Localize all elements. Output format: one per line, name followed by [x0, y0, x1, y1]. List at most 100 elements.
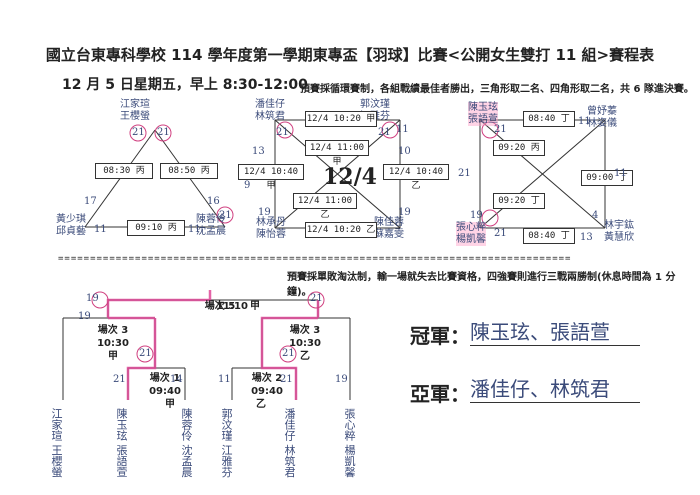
group2-br-name2: 蘇嘉雯: [374, 229, 404, 240]
qf-right-label: 場次 2: [251, 373, 283, 384]
group1-score: 11: [94, 224, 107, 235]
group2-bl-name2: 陳怡蓉: [256, 229, 286, 240]
semi-left-time: 10:30: [97, 338, 129, 349]
bracket-team-3: 陳蓉伶 沈孟晨: [180, 408, 193, 478]
group2-match-1: 12/4 10:20 甲: [305, 111, 377, 127]
group2-br-name1: 陳佳蓉: [374, 217, 404, 228]
group3-score: 21: [494, 124, 507, 135]
group2-tr-name1: 郭汶瑾: [360, 99, 390, 110]
group3-score: 21: [458, 168, 471, 179]
final-time: 11:10: [216, 301, 248, 312]
qf-left-time: 09:40: [149, 386, 181, 397]
group3-br-name1: 林宇鈜: [604, 220, 634, 231]
group2-score: 19: [258, 207, 271, 218]
group3-match-3: 09:00 丁: [581, 170, 633, 186]
group1-match-3: 09:10 丙: [127, 220, 185, 236]
group1-top-name2: 王櫻螢: [120, 111, 150, 122]
bracket-score: 19: [78, 311, 91, 322]
group3-br-name2: 黃慧欣: [604, 232, 634, 243]
group1-right-name1: 陳蓉伶: [196, 214, 226, 225]
group2-bl-name1: 林承丹: [256, 217, 286, 228]
group3-score: 4: [592, 210, 599, 221]
group3-match-1: 08:40 丁: [523, 111, 575, 127]
group2-tl-name1: 潘佳仔: [255, 99, 285, 110]
semi-right-court: 乙: [300, 351, 310, 362]
group1-left-name1: 黃少琪: [56, 214, 86, 225]
semi-right-time: 10:30: [289, 338, 321, 349]
group2-match-4: 12/4 10:40 乙: [383, 164, 449, 191]
group2-date: 12/4: [323, 164, 377, 190]
semi-left-label: 場次 3: [97, 325, 129, 336]
bracket-team-6: 張心粹 楊凱馨: [343, 408, 356, 478]
final-court: 甲: [250, 301, 260, 312]
prelim-note: 預賽採循環賽制，各組戰績最佳者勝出，三角形取二名、四角形取二名，共 6 隊進決賽…: [300, 84, 694, 95]
semi-left-court: 甲: [108, 351, 118, 362]
group2-score: 9: [244, 180, 251, 191]
group3-bl-name1: 張心粹: [456, 222, 486, 234]
group2-tl-name2: 林筑君: [255, 111, 285, 122]
group1-match-2: 08:50 丙: [160, 163, 218, 179]
group1-left-name2: 邱貞藝: [56, 226, 86, 237]
group2-match-5: 12/4 11:00 乙: [293, 193, 357, 220]
bracket-score: 21: [139, 348, 152, 359]
group3-score: 19: [470, 210, 483, 221]
group1-score: 21: [157, 127, 170, 138]
bracket-team-1: 江家瑄 王櫻螢: [50, 408, 63, 478]
group3-tl-name2: 張語萱: [468, 114, 498, 126]
group1-score: 21: [132, 127, 145, 138]
bracket-score: 11: [218, 374, 231, 385]
group3-score: 21: [494, 228, 507, 239]
group3-score: 11: [614, 168, 627, 179]
bracket-team-5: 潘佳仔 林筑君: [283, 408, 296, 478]
group1-score: 16: [207, 196, 220, 207]
semi-right-label: 場次 3: [289, 325, 321, 336]
bracket-score: 21: [310, 293, 323, 304]
runnerup-value: 潘佳仔、林筑君: [470, 373, 640, 403]
runnerup-label: 亞軍：: [410, 382, 470, 406]
group2-score: 21: [378, 127, 391, 138]
group3-tl-name1: 陳玉玹: [468, 102, 498, 114]
date-time: 12 月 5 日星期五，早上 8:30-12:00: [62, 77, 308, 93]
group1-score: 17: [84, 196, 97, 207]
bracket-score: 19: [86, 293, 99, 304]
separator: ========================================…: [58, 254, 572, 264]
group3-tr-name1: 曾妤蓁: [587, 106, 617, 117]
group1-score: 21: [219, 210, 232, 221]
qf-left-label: 場次 1: [149, 373, 181, 384]
group2-match-3: 12/4 10:40 甲: [238, 164, 304, 191]
group2-match-6: 12/4 10:20 乙: [305, 222, 377, 238]
final-label: 場次 5: [204, 301, 236, 312]
group3-match-2: 09:20 丙: [493, 140, 545, 156]
group3-match-5: 08:40 丁: [523, 228, 575, 244]
qf-right-court: 乙: [256, 399, 266, 410]
bracket-score: 14: [170, 374, 183, 385]
group1-top-name1: 江家瑄: [120, 99, 150, 110]
group3-score: 13: [580, 232, 593, 243]
group2-match-2: 12/4 11:00 甲: [305, 140, 369, 167]
final-note: 預賽採單敗淘汰制，輸一場就失去比賽資格，四強賽則進行三戰兩勝制(休息時間為 1 …: [287, 272, 676, 298]
group2-score: 19: [398, 207, 411, 218]
bracket-score: 21: [113, 374, 126, 385]
group1-score: 11: [188, 224, 201, 235]
group2-score: 21: [276, 127, 289, 138]
page-title: 國立台東專科學校 114 學年度第一學期東專盃【羽球】比賽<公開女生雙打 11 …: [45, 46, 655, 64]
qf-left-court: 甲: [165, 399, 175, 410]
bracket-score: 19: [335, 374, 348, 385]
group2-score: 13: [252, 146, 265, 157]
champion-label: 冠軍：: [410, 324, 470, 348]
bracket-score: 21: [280, 374, 293, 385]
champion-value: 陳玉玹、張語萱: [470, 316, 640, 346]
group1-right-name2: 沈孟晨: [196, 226, 226, 237]
group1-match-1: 08:30 丙: [95, 163, 153, 179]
group2-score: 11: [396, 124, 409, 135]
group3-tr-name2: 林姿儀: [587, 118, 617, 129]
bracket-team-4: 郭汶瑾 江雅芬: [220, 408, 233, 478]
group3-bl-name2: 楊凱馨: [456, 234, 486, 246]
group3-match-4: 09:20 丁: [493, 193, 545, 209]
group3-score: 11: [578, 116, 591, 127]
bracket-team-2: 陳玉玹 張語萱: [115, 408, 128, 478]
bracket-score: 21: [282, 348, 295, 359]
group2-score: 10: [398, 146, 411, 157]
qf-right-time: 09:40: [251, 386, 283, 397]
